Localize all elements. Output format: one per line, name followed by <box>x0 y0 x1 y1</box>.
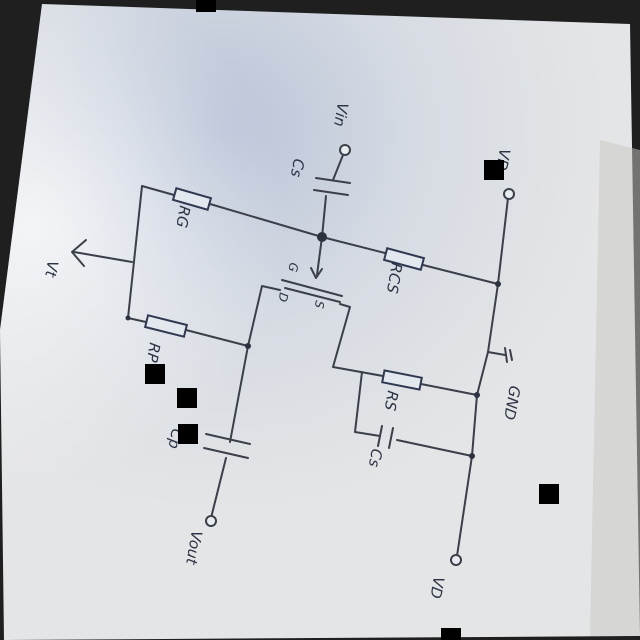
label-rcs: RCS <box>383 261 406 295</box>
drain-node <box>245 343 251 349</box>
resistor-rcs <box>382 247 426 271</box>
bypass-capacitor-cs <box>377 425 394 449</box>
right-shadow <box>590 140 640 636</box>
label-cs-bypass: Cs <box>365 447 386 468</box>
rail-node <box>495 281 501 287</box>
label-g: G <box>285 261 300 273</box>
label-cs: Cs <box>287 157 308 178</box>
resistor-rs <box>381 369 423 391</box>
vd-top-terminal <box>503 188 515 200</box>
resistor-rp <box>143 314 189 338</box>
vout-terminal <box>205 515 217 527</box>
label-vd-bottom: VD <box>426 575 448 600</box>
occlusion-square <box>441 628 461 640</box>
input-capacitor-cs <box>313 177 351 196</box>
label-rp: RP <box>143 341 164 364</box>
label-gnd: GND <box>500 384 524 421</box>
label-vt: Vt <box>41 259 62 279</box>
occlusion-square <box>145 364 165 384</box>
resistor-rg <box>171 187 213 211</box>
label-rs: RS <box>381 389 402 412</box>
label-d: D <box>275 291 290 303</box>
rs-node <box>474 392 480 398</box>
occlusion-square <box>178 424 198 444</box>
glare-highlight <box>0 4 640 640</box>
label-vout: Vout <box>182 529 206 567</box>
left-corner-node <box>125 315 131 321</box>
occlusion-square <box>196 0 216 12</box>
vin-terminal <box>339 144 351 156</box>
output-capacitor-cp <box>203 433 251 459</box>
vd-bottom-terminal <box>450 554 462 566</box>
occlusion-square <box>177 388 197 408</box>
label-vin: Vin <box>330 101 352 128</box>
occlusion-square <box>539 484 559 504</box>
label-rg: RG <box>172 204 194 229</box>
cs-node <box>469 453 475 459</box>
circuit-wires <box>71 154 513 557</box>
occlusion-square <box>484 160 504 180</box>
label-s: S <box>312 299 327 309</box>
gate-node <box>317 232 327 242</box>
